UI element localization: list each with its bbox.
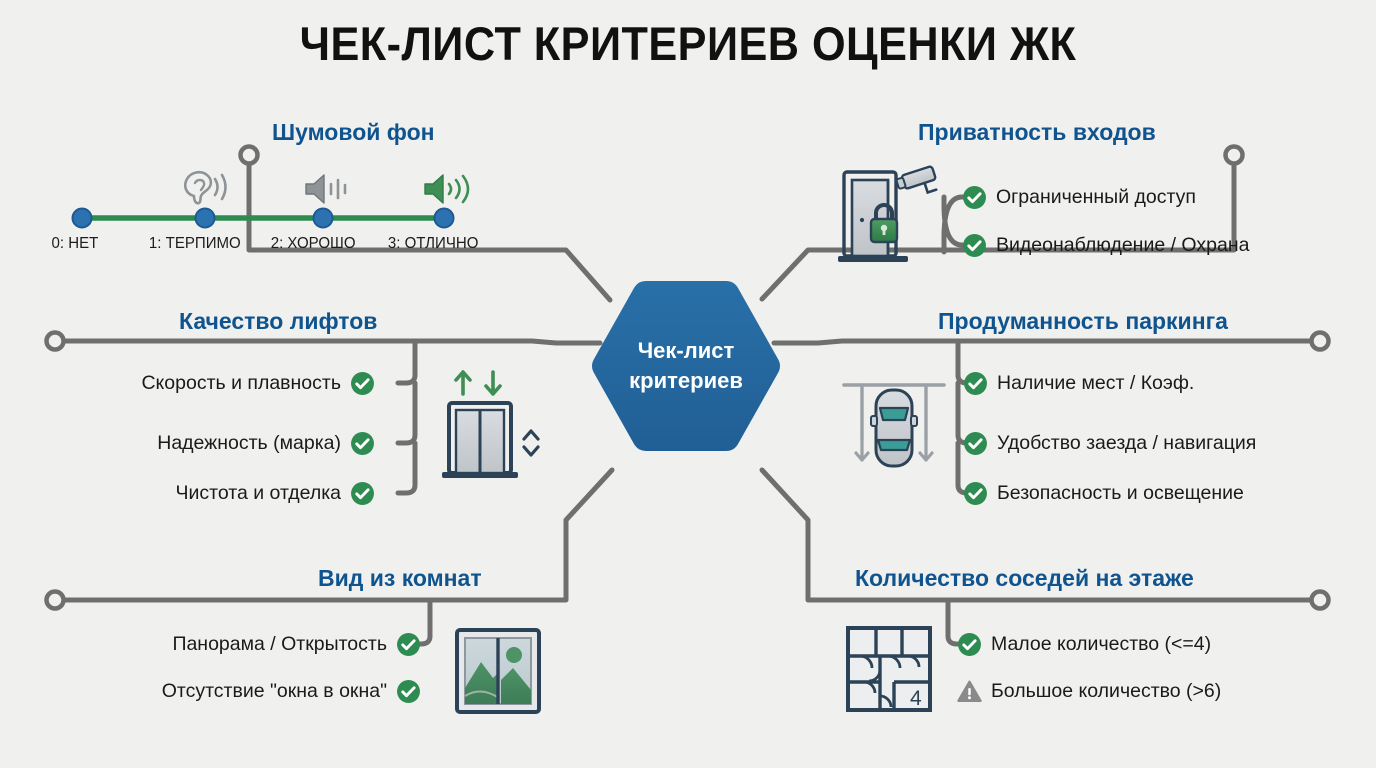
check-icon <box>963 431 988 456</box>
heading-noise: Шумовой фон <box>272 119 435 145</box>
heading-neighbors: Количество соседей на этаже <box>855 565 1194 591</box>
item-label: Отсутствие "окна в окна" <box>161 680 387 702</box>
item-label: Наличие мест / Коэф. <box>997 372 1195 394</box>
speaker-high-icon <box>424 174 470 204</box>
check-icon <box>962 185 987 210</box>
ear-icon <box>183 170 227 205</box>
item-elevators-3[interactable]: Чистота и отделка <box>175 481 375 506</box>
door-lock-camera-icon <box>838 165 938 262</box>
endpoint-noise <box>238 144 260 166</box>
check-icon <box>963 481 988 506</box>
heading-privacy: Приватность входов <box>918 119 1156 145</box>
item-label: Малое количество (<=4) <box>991 633 1212 655</box>
check-icon <box>350 481 375 506</box>
endpoint-privacy <box>1223 144 1245 166</box>
center-hexagon <box>592 281 780 451</box>
heading-parking: Продуманность паркинга <box>938 308 1228 334</box>
window-landscape-icon <box>455 628 541 714</box>
item-elevators-2[interactable]: Надежность (марка) <box>157 431 375 456</box>
item-view-2[interactable]: Отсутствие "окна в окна" <box>162 679 421 704</box>
item-view-1[interactable]: Панорама / Открытость <box>172 632 421 657</box>
check-icon <box>396 632 421 657</box>
warning-icon <box>957 679 982 704</box>
connector-endpoints <box>44 144 1331 611</box>
item-label: Видеонаблюдение / Охрана <box>996 234 1250 256</box>
item-label: Скорость и плавность <box>141 372 341 394</box>
check-icon <box>350 431 375 456</box>
item-label: Большое количество (>6) <box>991 680 1222 702</box>
item-neighbors-2[interactable]: Большое количество (>6) <box>957 679 1221 704</box>
item-neighbors-1[interactable]: Малое количество (<=4) <box>957 632 1211 657</box>
page-title: ЧЕК-ЛИСТ КРИТЕРИЕВ ОЦЕНКИ ЖК <box>299 17 1077 70</box>
endpoint-parking <box>1309 330 1331 352</box>
item-label: Надежность (марка) <box>157 432 341 454</box>
check-icon <box>962 233 987 258</box>
item-label: Чистота и отделка <box>175 482 341 504</box>
item-parking-3[interactable]: Безопасность и освещение <box>963 481 1244 506</box>
check-icon <box>957 632 982 657</box>
check-icon <box>350 371 375 396</box>
chevron-down-icon <box>522 445 540 457</box>
center-node-label: Чек-лист критериев <box>629 338 743 393</box>
item-parking-2[interactable]: Удобство заезда / навигация <box>963 431 1256 456</box>
arrow-down-icon <box>484 370 502 396</box>
item-privacy-2[interactable]: Видеонаблюдение / Охрана <box>962 233 1249 258</box>
check-icon <box>963 371 988 396</box>
elevator-icon <box>442 370 540 478</box>
endpoint-elevators <box>44 330 66 352</box>
scale-label-3: 3: ОТЛИЧНО <box>387 235 479 252</box>
floorplan-icon: 4 <box>846 626 932 712</box>
scale-label-0: 0: НЕТ <box>51 235 99 252</box>
scale-label-2: 2: ХОРОШО <box>270 235 356 252</box>
item-privacy-1[interactable]: Ограниченный доступ <box>962 185 1196 210</box>
item-label: Ограниченный доступ <box>996 186 1196 208</box>
arrow-up-icon <box>454 370 472 396</box>
heading-elevators: Качество лифтов <box>179 308 378 334</box>
item-label: Панорама / Открытость <box>172 633 387 655</box>
endpoint-neighbors <box>1309 589 1331 611</box>
parking-car-icon <box>842 383 946 468</box>
heading-view: Вид из комнат <box>318 565 482 591</box>
item-elevators-1[interactable]: Скорость и плавность <box>141 371 375 396</box>
connector-lines <box>54 152 1321 603</box>
speaker-low-icon <box>305 174 347 204</box>
chevron-up-icon <box>522 429 540 441</box>
item-label: Безопасность и освещение <box>997 482 1244 504</box>
endpoint-view <box>44 589 66 611</box>
check-icon <box>396 679 421 704</box>
noise-scale-icon <box>71 207 455 229</box>
item-parking-1[interactable]: Наличие мест / Коэф. <box>963 371 1194 396</box>
floorplan-number: 4 <box>910 687 922 710</box>
scale-label-1: 1: ТЕРПИМО <box>148 235 241 252</box>
item-label: Удобство заезда / навигация <box>997 432 1257 454</box>
